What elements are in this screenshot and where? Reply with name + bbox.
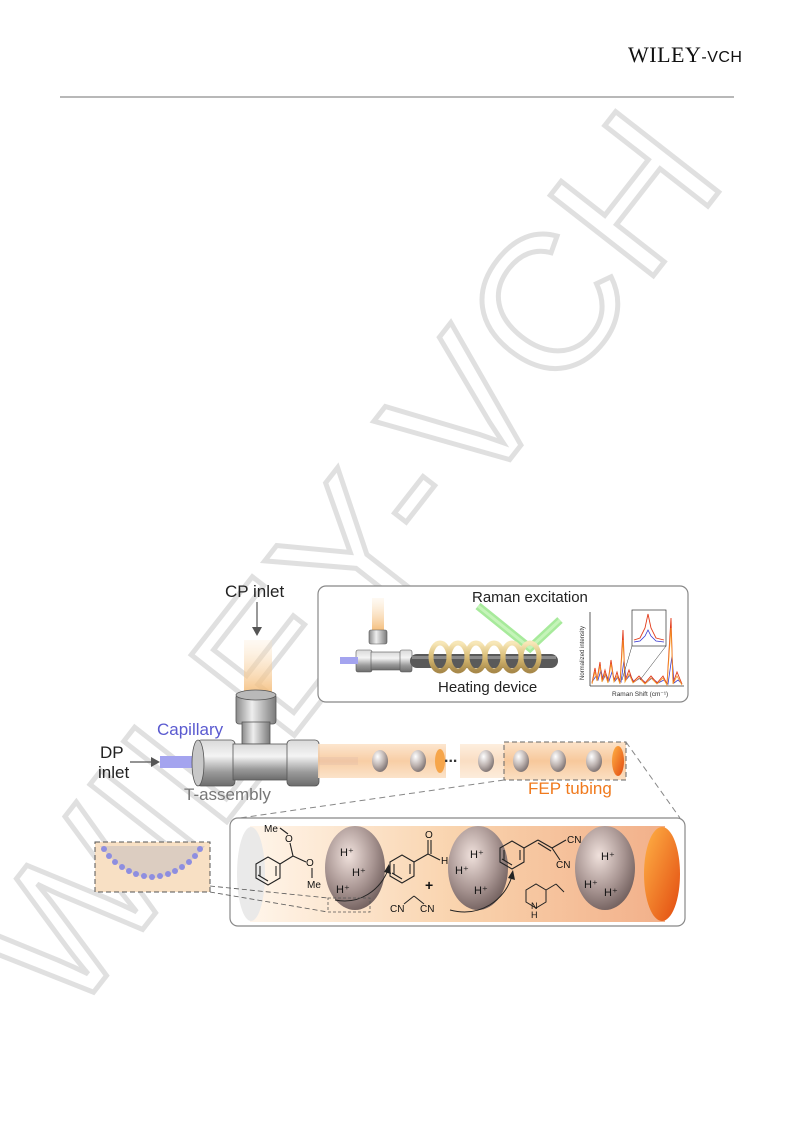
fep-droplet-3 [586, 750, 602, 772]
raman-laser-core [477, 604, 562, 650]
aldehyde-o: O [425, 830, 433, 841]
capillary-label: Capillary [157, 720, 224, 739]
h-plus-1c: H⁺ [336, 884, 350, 896]
reaction-arrowhead-2 [508, 870, 515, 880]
brand-main: WILEY [628, 42, 702, 67]
t-right-nut [286, 739, 320, 787]
interface-particles [101, 846, 203, 880]
product-structure [499, 839, 567, 870]
benzaldehyde-structure [389, 840, 441, 884]
h-plus-3a: H⁺ [601, 851, 615, 863]
aldehyde-h: H [441, 856, 448, 867]
header-rule [60, 96, 734, 98]
fep-tubing-label: FEP tubing [528, 779, 612, 798]
spectrum-zoom-window [631, 609, 667, 647]
tube-orange-plug [435, 749, 445, 773]
dp-inlet-label: inlet [98, 763, 129, 782]
t-assembly-label: T-assembly [184, 785, 271, 804]
amine-catalyst-structure [525, 883, 565, 909]
mini-cp-stream [372, 598, 384, 632]
heating-coil [428, 640, 542, 674]
t-left-face [191, 739, 205, 787]
fep-droplet-1 [513, 750, 529, 772]
product-cn-bottom: CN [556, 860, 570, 871]
tube-droplet-3 [478, 750, 494, 772]
cp-inlet-label: CP inlet [225, 582, 284, 601]
raman-spectrum: Normalized intensity Raman Shift (cm⁻¹) [580, 609, 684, 698]
spectrum-y-axis-label: Normalized intensity [580, 626, 586, 680]
mini-capillary [340, 657, 358, 664]
heating-device-label: Heating device [438, 679, 537, 696]
h-plus-1b: H⁺ [352, 867, 366, 879]
zoom-line-left [239, 779, 505, 819]
t-body [232, 743, 290, 781]
reaction-arrow-1 [334, 869, 389, 902]
zoom-line-right [625, 741, 681, 819]
zoom-droplet-2 [448, 826, 508, 910]
acetal-o-bottom: O [306, 858, 314, 869]
tube-droplet-2 [410, 750, 426, 772]
h-plus-3b: H⁺ [584, 879, 598, 891]
malononitrile-cn-left: CN [390, 904, 404, 915]
h-plus-1a: H⁺ [340, 847, 354, 859]
cp-inlet-arrowhead [252, 627, 262, 636]
h-plus-2a: H⁺ [470, 849, 484, 861]
zoom-droplet-1 [325, 826, 385, 910]
h-plus-3c: H⁺ [604, 887, 618, 899]
acetal-o-top: O [285, 834, 293, 845]
h-plus-2c: H⁺ [474, 885, 488, 897]
interface-zoom-source [327, 897, 371, 913]
malononitrile-cn-right: CN [420, 904, 434, 915]
reaction-arrowhead-1 [384, 864, 391, 874]
fep-end-cap [612, 746, 624, 776]
malononitrile-structure [403, 895, 425, 905]
tube-ellipsis: ... [444, 749, 457, 766]
zoom-droplet-3 [575, 826, 635, 910]
brand-logo: WILEY-VCH [628, 42, 742, 68]
dp-label: DP [100, 743, 124, 762]
mini-t-top [368, 629, 388, 645]
t-vertical-stem [241, 721, 271, 745]
amine-h: H [531, 910, 538, 920]
acetal-me-top: Me [264, 824, 278, 835]
acetal-me-bottom: Me [307, 880, 321, 891]
spectrum-zoom-connector-2 [639, 645, 667, 681]
spectrum-zoom-trace-blue [633, 629, 665, 643]
zoom-tube-end [644, 827, 680, 921]
spectrum-trace-orange [591, 627, 683, 687]
spectrum-zoom-connector [621, 645, 633, 681]
raman-excitation-label: Raman excitation [472, 589, 588, 606]
brand-sub: -VCH [701, 49, 743, 66]
spectrum-zoom-trace [633, 613, 665, 641]
zoom-tube-start [237, 827, 265, 921]
fep-droplet-2 [550, 750, 566, 772]
product-cn-top: CN [567, 835, 581, 846]
tube-droplet-1 [372, 750, 388, 772]
spectrum-x-axis-label: Raman Shift (cm⁻¹) [612, 691, 668, 698]
mini-t-body [370, 651, 402, 671]
mini-t-left [355, 649, 373, 673]
amine-n: N [531, 901, 538, 911]
interface-zoom-line-bottom [209, 891, 329, 913]
acetal-structure [255, 827, 313, 886]
reaction-arrow-2 [449, 875, 513, 913]
reaction-plus: + [425, 877, 433, 893]
h-plus-2b: H⁺ [455, 865, 469, 877]
interface-zoom-line-top [209, 885, 329, 899]
dp-inlet-arrowhead [151, 757, 160, 767]
t-vertical-top [235, 689, 277, 701]
